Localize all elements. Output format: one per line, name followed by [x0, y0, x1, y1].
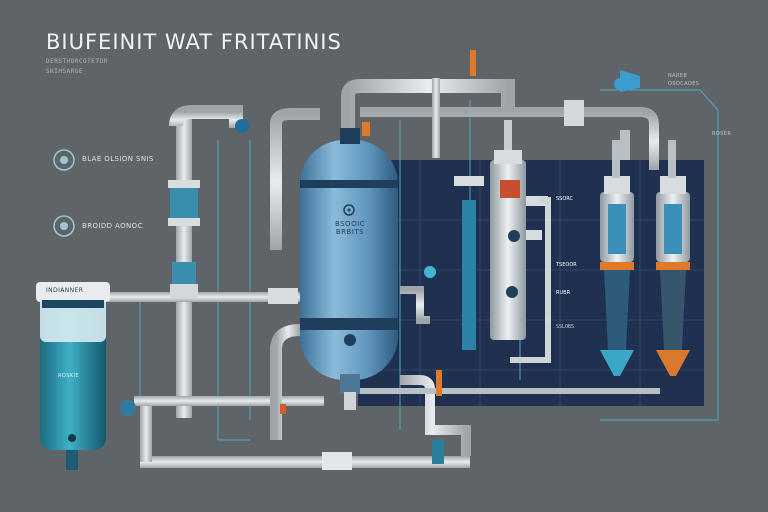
column-label-1: SSORC	[556, 196, 573, 202]
right-top-label-2: OSOCADES	[668, 81, 700, 87]
center-tank	[300, 128, 398, 410]
page-title: BIUFEINIT WAT FRITATINIS	[46, 30, 342, 54]
molecule-icon	[343, 204, 355, 216]
left-tank-body-label: ROSKIE	[58, 373, 79, 379]
valve-icon	[120, 50, 640, 470]
distillation-column	[454, 150, 551, 363]
left-tank	[36, 282, 110, 470]
column-label-3: RUBR	[556, 290, 571, 296]
panel-label: SSLOBS	[556, 324, 575, 330]
left-box-top-label: BLAE OLSION SNIS	[82, 155, 154, 163]
center-tank-label: BSOOIC BRBITS	[334, 220, 366, 236]
pipes	[108, 78, 660, 468]
left-box-bottom-label: BROIDD AONOC	[82, 222, 143, 230]
right-side-label: ROSER	[712, 131, 732, 137]
column-label-2: TSEOOR	[556, 262, 577, 268]
panel-grid	[358, 160, 704, 406]
membrane-filter-1	[600, 140, 634, 376]
membrane-filter-2	[656, 140, 690, 376]
right-top-label: NAREB	[668, 73, 688, 79]
subtitle-line-2: SKIHSARGE	[46, 68, 84, 75]
circle-badge-icon	[53, 78, 626, 237]
left-tank-cap-label: INDIANNER	[46, 287, 84, 294]
subtitle-line-1: DERSTHORCOTETOR	[46, 58, 108, 65]
